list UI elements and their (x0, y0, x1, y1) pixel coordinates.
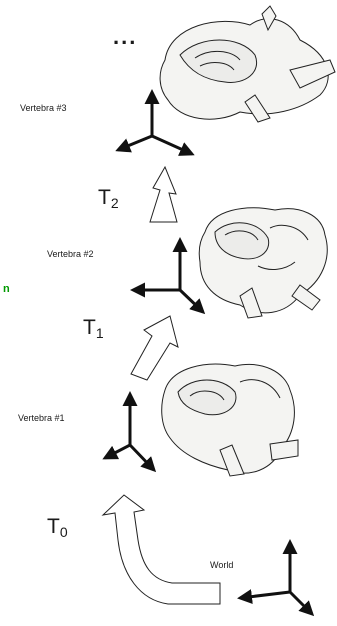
label-vertebra-1: Vertebra #1 (18, 413, 65, 423)
vertebra-3-illustration (160, 6, 335, 122)
transform-arrow-t2 (150, 167, 177, 222)
vertebra-2-illustration (199, 208, 327, 318)
label-world: World (210, 560, 233, 570)
frame-world (240, 542, 312, 614)
continuation-ellipsis: ... (113, 24, 137, 50)
label-vertebra-2: Vertebra #2 (47, 249, 94, 259)
transform-arrow-t0 (103, 495, 220, 604)
label-t1: T1 (83, 316, 104, 341)
side-glyph: n (3, 283, 10, 295)
frame-vertebra-2 (133, 240, 203, 312)
label-vertebra-3: Vertebra #3 (20, 103, 67, 113)
vertebra-1-illustration (162, 364, 298, 476)
frame-vertebra-1 (105, 394, 154, 470)
transform-arrow-t1 (131, 316, 178, 380)
label-t0: T0 (47, 515, 68, 540)
label-t2: T2 (98, 186, 119, 211)
